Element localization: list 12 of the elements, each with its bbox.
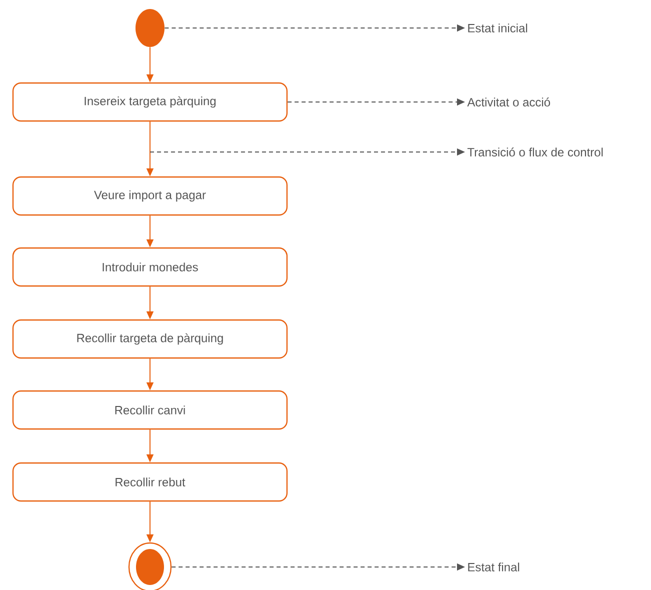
annotation-text: Transició o flux de control: [467, 148, 603, 156]
initial-state-dot: [136, 9, 164, 47]
activity-box: Recollir targeta de pàrquing: [12, 319, 288, 359]
annotation-text: Estat inicial: [468, 24, 528, 32]
activity-box: Veure import a pagar: [12, 176, 288, 216]
activity-box: Introduir monedes: [12, 247, 288, 287]
activity-box: Recollir canvi: [12, 390, 288, 430]
activity-box: Recollir rebut: [12, 462, 288, 502]
annotation-text: Estat final: [468, 562, 520, 572]
annotation-text: Activitat o acció: [467, 98, 550, 106]
final-state-symbol: [128, 542, 172, 590]
activity-box: Insereix targeta pàrquing: [12, 82, 288, 122]
